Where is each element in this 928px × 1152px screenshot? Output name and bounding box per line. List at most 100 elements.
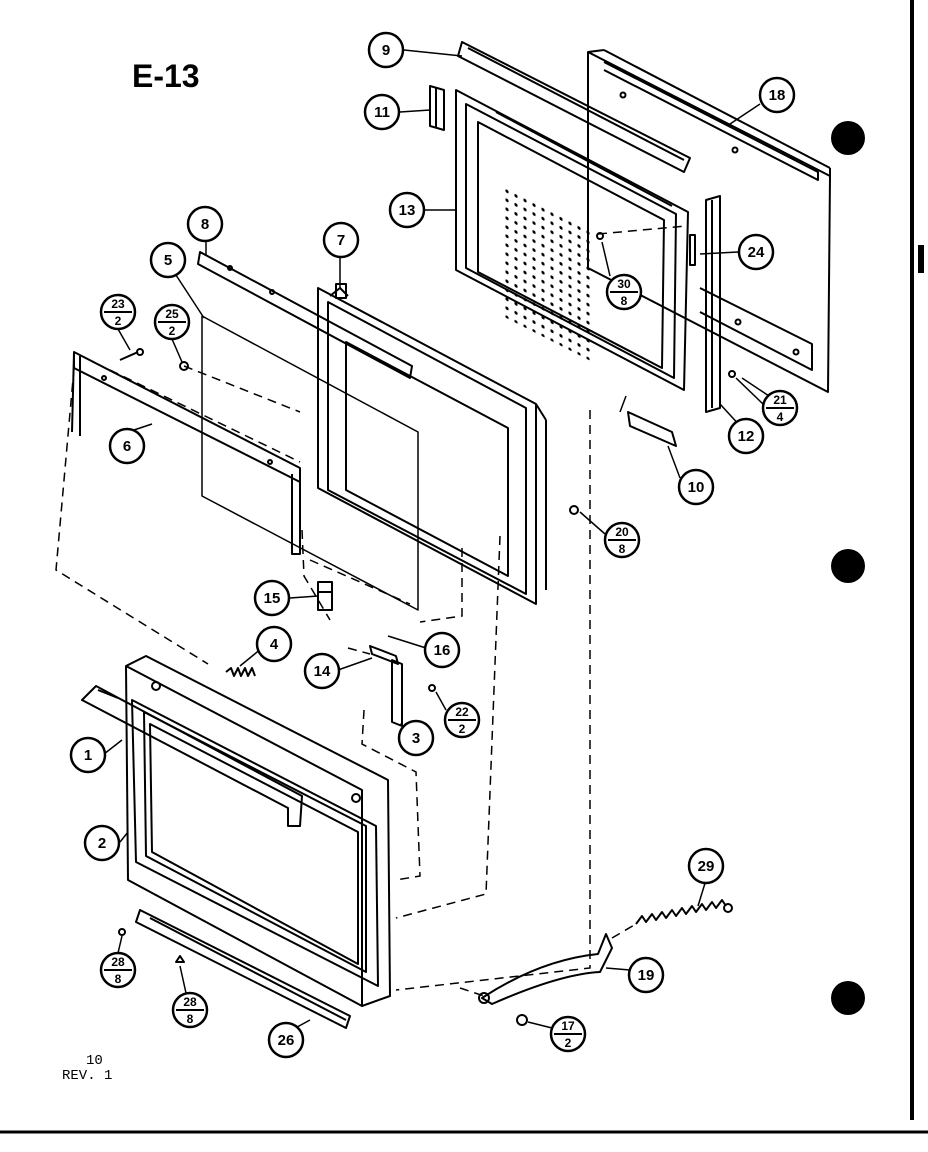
svg-text:14: 14 xyxy=(314,663,331,680)
part-26-bottom-strip xyxy=(135,909,351,1029)
svg-text:2: 2 xyxy=(565,1036,572,1050)
svg-text:15: 15 xyxy=(264,590,281,607)
callout-1: 1 xyxy=(69,736,107,774)
callout-11: 11 xyxy=(363,93,401,131)
svg-text:16: 16 xyxy=(434,642,451,659)
svg-text:4: 4 xyxy=(270,636,279,653)
svg-text:4: 4 xyxy=(777,410,784,424)
callout-12: 12 xyxy=(727,417,765,455)
svg-text:24: 24 xyxy=(748,244,765,261)
svg-text:1: 1 xyxy=(84,747,92,764)
part-10-bracket xyxy=(627,411,677,447)
screws xyxy=(118,232,736,1026)
callout-10: 10 xyxy=(677,468,715,506)
svg-text:23: 23 xyxy=(111,297,125,311)
svg-text:3: 3 xyxy=(412,730,420,747)
part-5-glass-panel xyxy=(201,315,419,611)
svg-text:9: 9 xyxy=(382,42,390,59)
svg-text:28: 28 xyxy=(111,955,125,969)
page-number: 10 xyxy=(86,1053,103,1069)
svg-text:8: 8 xyxy=(115,972,122,986)
callout-13: 13 xyxy=(388,191,426,229)
svg-text:11: 11 xyxy=(374,104,390,121)
callout-14: 14 xyxy=(303,652,341,690)
callout-2: 2 xyxy=(83,824,121,862)
svg-text:26: 26 xyxy=(278,1032,295,1049)
callout-9: 9 xyxy=(367,31,405,69)
edge-mark xyxy=(918,245,924,273)
svg-text:13: 13 xyxy=(399,202,416,219)
svg-text:12: 12 xyxy=(738,428,755,445)
part-12-side-strip xyxy=(689,195,721,413)
part-6-top-rail xyxy=(71,351,301,555)
part-3-hinge-arm xyxy=(391,659,403,727)
alignment-lines xyxy=(55,225,687,997)
fraction-callout-28-8-b: 28 8 xyxy=(171,991,209,1029)
svg-text:8: 8 xyxy=(187,1012,194,1026)
part-2-outer-door xyxy=(125,655,391,1007)
revision-label: REV. 1 xyxy=(62,1068,113,1084)
callout-4: 4 xyxy=(255,625,293,663)
svg-text:30: 30 xyxy=(617,277,631,291)
callout-15: 15 xyxy=(253,579,291,617)
callout-7: 7 xyxy=(322,221,360,259)
callout-24: 24 xyxy=(737,233,775,271)
svg-text:20: 20 xyxy=(615,525,629,539)
callout-18: 18 xyxy=(758,76,796,114)
callout-26: 26 xyxy=(267,1021,305,1059)
fraction-callout-22-2: 22 2 xyxy=(443,701,481,739)
punch-hole-top xyxy=(831,121,865,155)
svg-text:25: 25 xyxy=(165,307,179,321)
svg-text:28: 28 xyxy=(183,995,197,1009)
callout-6: 6 xyxy=(108,427,146,465)
svg-text:5: 5 xyxy=(164,252,172,269)
part-4-spring xyxy=(225,667,256,677)
part-1-handle xyxy=(81,685,303,827)
svg-text:2: 2 xyxy=(169,324,176,338)
part-8-top-strip xyxy=(197,251,413,379)
part-13-window-frame xyxy=(455,89,689,391)
callout-3: 3 xyxy=(397,719,435,757)
part-7-inner-liner xyxy=(317,283,547,605)
callout-8: 8 xyxy=(186,205,224,243)
svg-text:8: 8 xyxy=(201,216,209,233)
page-footer: 10 REV. 1 xyxy=(62,1054,112,1084)
fraction-leader-lines xyxy=(117,241,764,1029)
svg-text:2: 2 xyxy=(98,835,106,852)
leader-lines xyxy=(103,49,773,1033)
svg-text:8: 8 xyxy=(621,294,628,308)
svg-text:6: 6 xyxy=(123,438,131,455)
callout-19: 19 xyxy=(627,956,665,994)
diagram-title: E-13 xyxy=(132,58,200,94)
part-29-spring xyxy=(635,899,733,925)
fraction-callout-17-2: 17 2 xyxy=(549,1015,587,1053)
fraction-callout-20-8: 20 8 xyxy=(603,521,641,559)
svg-text:2: 2 xyxy=(115,314,122,328)
part-19-hinge-arm xyxy=(478,933,613,1005)
callout-29: 29 xyxy=(687,847,725,885)
part-11-bracket xyxy=(429,85,445,131)
callout-5: 5 xyxy=(149,241,187,279)
fraction-callout-23-2: 23 2 xyxy=(99,293,137,331)
callout-16: 16 xyxy=(423,631,461,669)
svg-text:19: 19 xyxy=(638,967,655,984)
svg-text:10: 10 xyxy=(688,479,705,496)
part-15-clip xyxy=(317,581,333,611)
svg-text:7: 7 xyxy=(337,232,345,249)
punch-hole-middle xyxy=(831,549,865,583)
svg-text:18: 18 xyxy=(769,87,786,104)
svg-text:21: 21 xyxy=(773,393,787,407)
svg-text:29: 29 xyxy=(698,858,715,875)
svg-text:2: 2 xyxy=(459,722,466,736)
part-18-outer-panel xyxy=(587,49,831,393)
svg-text:8: 8 xyxy=(619,542,626,556)
punch-hole-bottom xyxy=(831,981,865,1015)
fraction-callout-28-8-a: 28 8 xyxy=(99,951,137,989)
part-14-hinge-bracket xyxy=(369,645,399,665)
fraction-callout-30-8: 30 8 xyxy=(605,273,643,311)
svg-text:22: 22 xyxy=(455,705,469,719)
fraction-callout-21-4: 21 4 xyxy=(761,389,799,427)
svg-text:17: 17 xyxy=(561,1019,575,1033)
fraction-callout-25-2: 25 2 xyxy=(153,303,191,341)
